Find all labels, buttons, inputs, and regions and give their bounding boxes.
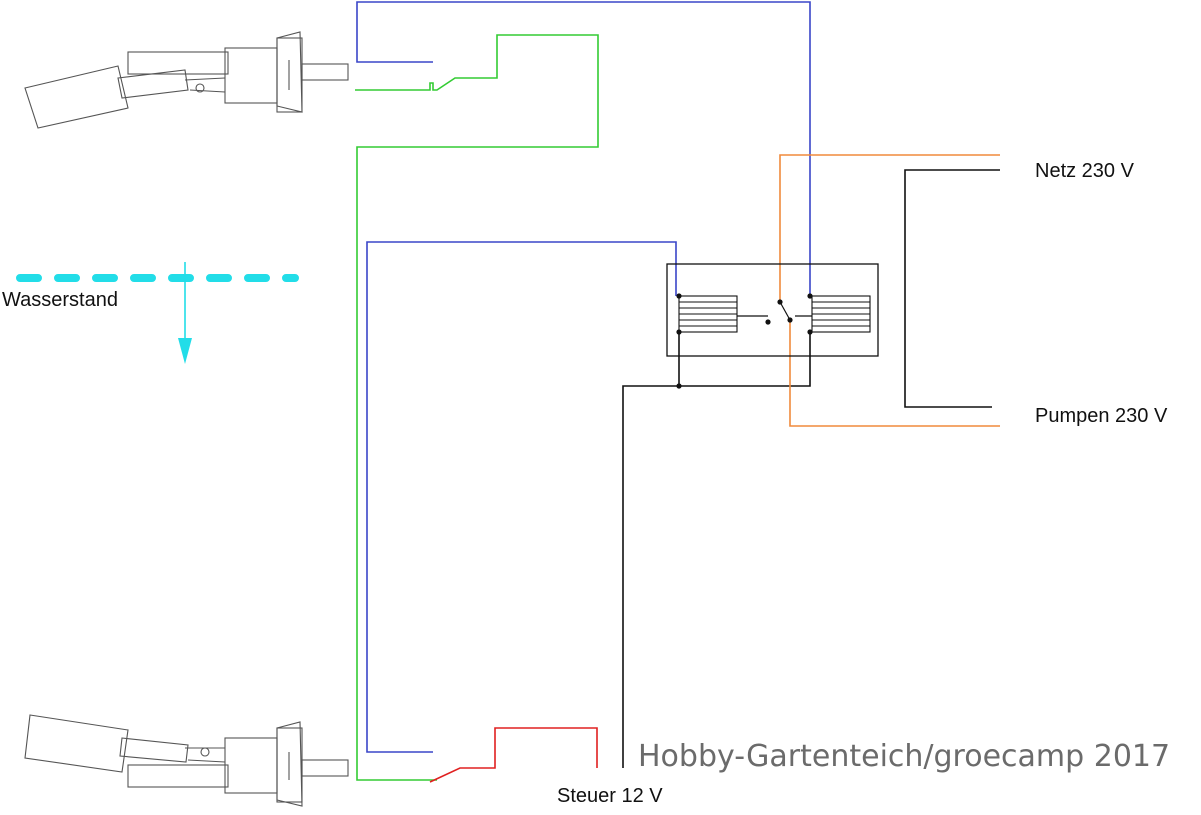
label-steuer: Steuer 12 V bbox=[557, 785, 663, 807]
label-pumpen: Pumpen 230 V bbox=[1035, 405, 1168, 427]
relay bbox=[666, 263, 879, 389]
watermark: Hobby-Gartenteich/groecamp 2017 bbox=[638, 739, 1170, 774]
relay-coil-right bbox=[811, 295, 871, 333]
blue-wire-bottom bbox=[366, 241, 677, 753]
black-wire-steuer bbox=[622, 332, 811, 768]
orange-wire-netz bbox=[779, 154, 1000, 302]
relay-coil-left bbox=[678, 295, 738, 333]
orange-wire-pumpen bbox=[789, 320, 1000, 427]
water-level-indicator bbox=[16, 262, 299, 364]
black-wire-netz bbox=[904, 169, 1000, 408]
label-wasserstand: Wasserstand bbox=[2, 289, 118, 311]
arrow-down-icon bbox=[178, 338, 192, 364]
blue-wire-top bbox=[356, 1, 811, 296]
relay-switch-contact bbox=[779, 301, 791, 321]
label-netz: Netz 230 V bbox=[1035, 160, 1135, 182]
green-wire bbox=[355, 34, 599, 781]
float-switch-top bbox=[24, 31, 349, 129]
float-switch-bottom bbox=[24, 714, 349, 807]
red-wire bbox=[429, 727, 598, 783]
